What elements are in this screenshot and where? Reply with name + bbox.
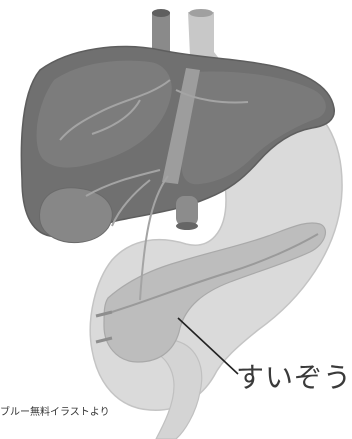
gallbladder <box>40 188 113 243</box>
portal-vein <box>176 196 198 226</box>
organ-label: すいぞう <box>236 356 352 396</box>
credit-text: ブルー無料イラストより <box>0 403 110 418</box>
